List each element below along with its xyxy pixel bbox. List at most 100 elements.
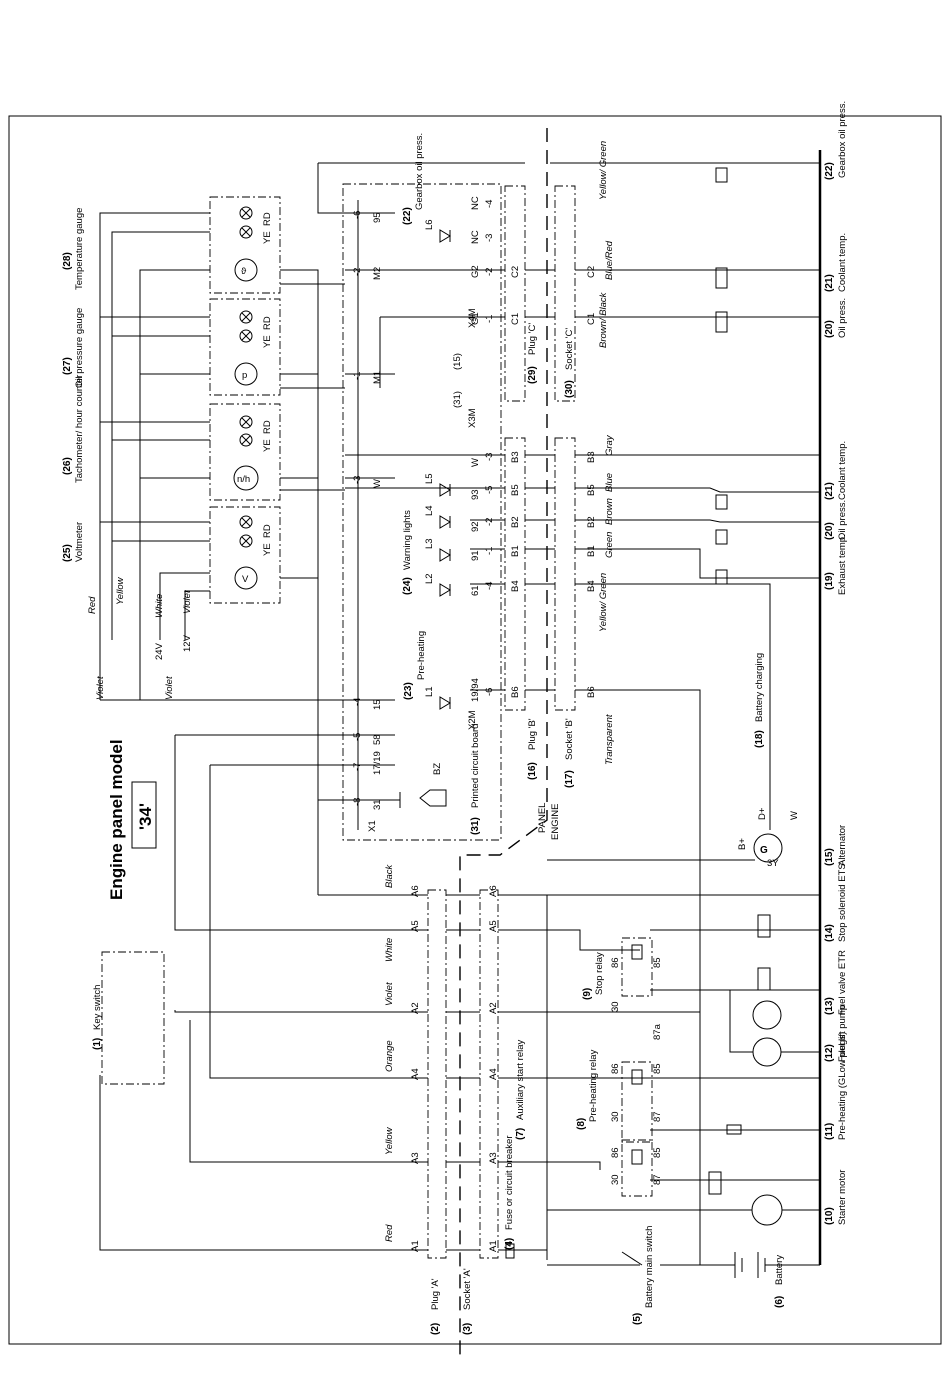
label-battery-charging: Battery charging: [754, 653, 765, 722]
buzzer-label: BZ: [432, 763, 443, 775]
alternator-bplus: B+: [737, 838, 748, 850]
x3m-label: X3M: [467, 408, 478, 428]
label-fuse: Fuse or circuit breaker: [504, 1135, 515, 1230]
label-num-24: (24): [402, 577, 413, 595]
preheat-relay-30: 30: [610, 1111, 621, 1122]
socket-a-pin: A2: [488, 1002, 499, 1014]
x4m-connector: -1G1-2G2-3NC-4NC: [470, 196, 495, 325]
x4m-pin: -2: [484, 268, 495, 276]
stop-relay-30: 30: [610, 1001, 621, 1012]
printed-circuit-board: [342, 183, 502, 841]
aux-relay-86: 86: [610, 1147, 621, 1158]
socket-a-pin: A3: [488, 1152, 499, 1164]
stop-relay-86: 86: [610, 957, 621, 968]
coolant-temp-switch-icon: [715, 494, 728, 510]
indicator-lamp-icon: [239, 225, 253, 239]
label-num-1: (1): [92, 1038, 103, 1050]
label-alternator: Alternator: [837, 825, 848, 866]
label-num-12: (12): [824, 1044, 835, 1062]
x2m-pin: -6: [484, 688, 495, 696]
label-temp-gauge: Temperature gauge: [74, 208, 85, 290]
x2m-term: 93: [470, 489, 481, 500]
lamp-cross: [241, 417, 251, 427]
sensor-icons: [715, 167, 728, 585]
label-voltmeter: Voltmeter: [74, 522, 85, 562]
engine-wires-bc: [317, 162, 820, 1265]
label-num-16: (16): [527, 762, 538, 780]
gauge-term-rd: RD: [262, 316, 273, 330]
x1-pin: -7: [352, 763, 363, 771]
label-num-18: (18): [754, 730, 765, 748]
socket-c-pin: C2: [586, 266, 597, 278]
plug-b-pin: B3: [510, 451, 521, 463]
label-exhaust: Exhaust temp.: [837, 534, 848, 595]
socket-a-pin: A1: [488, 1240, 499, 1252]
gauge-term-rd: RD: [262, 420, 273, 434]
label-coolant-2: Coolant temp.: [837, 441, 848, 500]
exhaust-temp-switch-icon: [715, 569, 728, 585]
panel-model: '34': [136, 803, 155, 830]
label-gearbox-right: Gearbox oil press.: [837, 101, 848, 178]
gauge-wires: [99, 212, 345, 895]
plug-b-pin: B5: [510, 484, 521, 496]
x3m-31: (31): [452, 391, 463, 408]
led-icon: [439, 548, 451, 562]
socket-b-pin: B5: [586, 484, 597, 496]
plug-a-pin: A2: [410, 1002, 421, 1014]
label-stop-solenoid: Stop solenoid ETS: [837, 863, 848, 942]
x1-term: 95: [372, 212, 383, 223]
label-coolant-1: Coolant temp.: [837, 233, 848, 292]
lamp-cross: [241, 227, 251, 237]
wire-violet-3: Violet: [164, 676, 175, 700]
indicator-lamp-icon: [239, 534, 253, 548]
oil-pressure-sensor-icon: [715, 311, 728, 333]
label-num-20b: (20): [824, 522, 835, 540]
label-num-14: (14): [824, 924, 835, 942]
x1-term: W: [372, 479, 383, 488]
socket-a-pin: A6: [488, 885, 499, 897]
alternator-icon: [753, 833, 783, 863]
plug-b-pin: B2: [510, 516, 521, 528]
page-border: [8, 115, 942, 1345]
stop-relay-87a: 87a: [652, 1023, 663, 1040]
engine-label: ENGINE: [550, 804, 561, 840]
x2m-pin: -1: [484, 547, 495, 555]
label-socket-c: Socket 'C': [564, 328, 575, 370]
plug-a-pin: A5: [410, 920, 421, 932]
label-num-30: (30): [564, 380, 575, 398]
x2m-term: 19/94: [470, 678, 481, 702]
starter-motor-icon: [751, 1194, 783, 1226]
wire-red: Red: [87, 596, 98, 614]
socket-c-pin: C1: [586, 313, 597, 325]
temperature-gauge-icon: [234, 258, 258, 282]
lamp-cross: [241, 536, 251, 546]
label-num-20: (20): [824, 320, 835, 338]
plug-c-pin: C2: [510, 266, 521, 278]
key-switch[interactable]: [101, 951, 165, 1085]
wire-transparent: Transparent: [604, 714, 615, 765]
indicator-lamp-icon: [239, 433, 253, 447]
gauge-term-ye: YE: [262, 439, 273, 452]
label-tacho: Tachometer/ hour counter: [74, 375, 85, 483]
gauge-symbol-temp: ϑ: [241, 266, 247, 277]
alternator-symbol: G: [760, 845, 768, 856]
indicator-lamp-icon: [239, 310, 253, 324]
x4m-label: X4M: [467, 308, 478, 328]
lamp-cross: [241, 208, 251, 218]
plug-b-pin: B1: [510, 545, 521, 557]
relays: [621, 937, 653, 1197]
x4m-term: G1: [470, 312, 481, 325]
gauge-symbol-oil: p: [242, 370, 247, 381]
tachometer-icon: [233, 465, 259, 491]
gearbox-pressure-sensor-icon: [715, 167, 728, 183]
indicator-lamp-icon: [239, 206, 253, 220]
plug-a-pin: A1: [410, 1240, 421, 1252]
x4m-term: G2: [470, 265, 481, 278]
label-glow-plugs: Pre-heating (GLow plugs): [837, 1032, 848, 1140]
led-icon: [439, 515, 451, 529]
wire-12v: 12V: [182, 634, 193, 652]
engine-components: [547, 914, 820, 1278]
lamp-cross: [241, 312, 251, 322]
